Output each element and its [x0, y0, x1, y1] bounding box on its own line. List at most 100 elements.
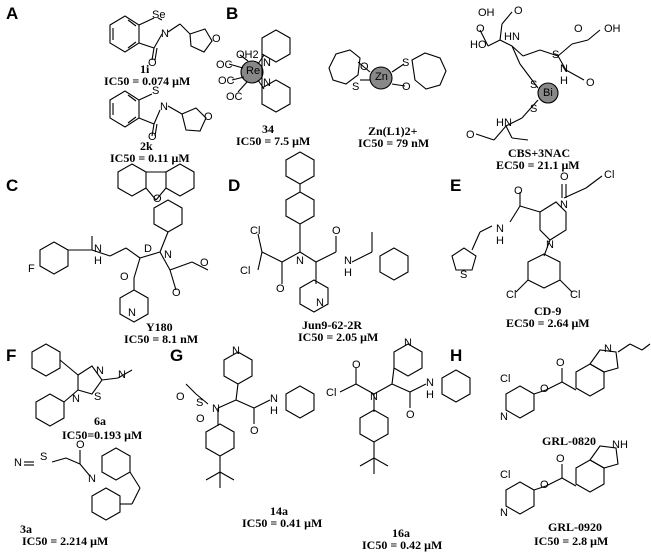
compound-activity: IC50 = 2.8 μM — [534, 534, 609, 548]
atom-label: Cl — [604, 169, 615, 181]
compound-activity: IC50 = 0.11 μM — [110, 151, 190, 165]
atom-label: O — [120, 271, 129, 283]
compound-activity: IC50 = 8.1 nM — [124, 332, 199, 346]
atom-label: Cl — [326, 387, 337, 399]
structure-14a — [185, 351, 315, 488]
atom-label: N — [500, 507, 508, 519]
atom-label: O — [176, 391, 185, 403]
atom-label: O — [332, 225, 341, 237]
atom-label: O — [540, 383, 549, 395]
atom-label: HN — [496, 117, 512, 129]
atom-label: O — [556, 453, 565, 465]
atom-label: H — [94, 255, 102, 267]
panel-label-a: A — [6, 4, 19, 23]
atom-label: N — [128, 307, 136, 319]
atom-label: O — [574, 23, 583, 35]
compound-activity: IC50 = 79 nM — [358, 136, 430, 150]
compound-activity: IC50 = 2.214 μM — [22, 534, 109, 548]
atom-label: N — [96, 365, 104, 377]
atom-label: S — [460, 269, 468, 281]
atom-label: N — [118, 369, 126, 381]
compound-name: Y180 — [146, 320, 173, 334]
atom-label: N — [161, 28, 169, 40]
atom-label: F — [28, 263, 35, 275]
compound-name: GRL-0820 — [542, 434, 596, 448]
compound-activity: EC50 = 2.64 μM — [506, 316, 590, 330]
structure-grl0820 — [505, 343, 651, 419]
structure-1i — [109, 15, 213, 61]
structure-34 — [228, 29, 291, 113]
atom-label: O — [200, 257, 209, 269]
atom-label: H — [496, 235, 504, 247]
atom-label: N — [160, 101, 168, 113]
structure-znl1 — [328, 49, 447, 90]
atom-label: O — [276, 283, 285, 295]
atom-label: N — [344, 255, 352, 267]
atom-label: O — [204, 111, 213, 123]
atom-label: S — [352, 81, 360, 93]
atom-label: N — [604, 343, 612, 355]
atom-label: S — [94, 391, 102, 403]
compound-name: 6a — [94, 414, 106, 428]
atom-label: N — [263, 57, 271, 69]
atom-label: O — [148, 131, 157, 143]
atom-label: N — [560, 63, 568, 75]
atom-label: Cl — [500, 469, 511, 481]
atom-label: N — [14, 457, 22, 469]
structure-jun9 — [257, 151, 409, 313]
structure-cd9 — [451, 175, 603, 293]
atom-label: N — [270, 393, 278, 405]
atom-label: O — [402, 81, 411, 93]
atom-label: Cl — [570, 289, 581, 301]
atom-label: Cl — [500, 373, 511, 385]
atom-label: O — [76, 439, 85, 451]
atom-label: O — [172, 287, 181, 299]
atom-label: H — [560, 75, 568, 87]
panel-label-d: D — [228, 176, 241, 195]
atom-label: N — [546, 239, 554, 251]
compound-activity: IC50 = 0.42 μM — [362, 538, 443, 552]
atom-label: N — [72, 393, 80, 405]
atom-label: O — [153, 193, 162, 205]
atom-label: S — [196, 397, 204, 409]
atom-label: O — [148, 57, 157, 69]
structure-3a — [24, 447, 141, 521]
atom-label: O — [586, 77, 595, 89]
atom-label: Cl — [250, 225, 261, 237]
atom-label: O — [212, 33, 221, 45]
compound-name: 16a — [392, 526, 410, 540]
atom-label: O — [406, 409, 415, 421]
atom-label: N — [88, 473, 96, 485]
atom-label: D — [144, 243, 152, 255]
compound-name: CD-9 — [534, 304, 562, 318]
atom-label: OH — [478, 7, 495, 19]
atom-label: S — [40, 451, 48, 463]
atom-label: N — [404, 337, 412, 349]
atom-label: Zn — [375, 71, 388, 83]
compound-name: CBS+3NAC — [508, 146, 571, 160]
atom-label: S — [530, 103, 538, 115]
structure-cbs — [475, 11, 601, 141]
atom-label: O — [514, 5, 523, 17]
atom-label: O — [540, 479, 549, 491]
compound-name: 2k — [140, 139, 153, 153]
atom-label: N — [370, 391, 378, 403]
atom-label: OC — [218, 75, 235, 87]
structure-y180 — [39, 163, 209, 323]
compound-activity: IC50=0.193 μM — [62, 428, 143, 442]
panel-label-b: B — [226, 4, 239, 23]
compound-activity: EC50 = 21.1 μM — [496, 158, 580, 172]
compound-activity: IC50 = 0.41 μM — [242, 516, 323, 530]
atom-label: NH — [612, 439, 628, 451]
atom-label: Cl — [506, 289, 517, 301]
compound-name: Zn(L1)2+ — [368, 124, 418, 138]
atom-label: H — [426, 389, 434, 401]
compound-name: Jun9-62-2R — [302, 318, 363, 332]
compound-name: 3a — [20, 522, 32, 536]
atom-label: HN — [504, 31, 520, 43]
atom-label: H — [270, 405, 278, 417]
atom-label: N — [426, 377, 434, 389]
compound-name: 34 — [262, 122, 274, 136]
